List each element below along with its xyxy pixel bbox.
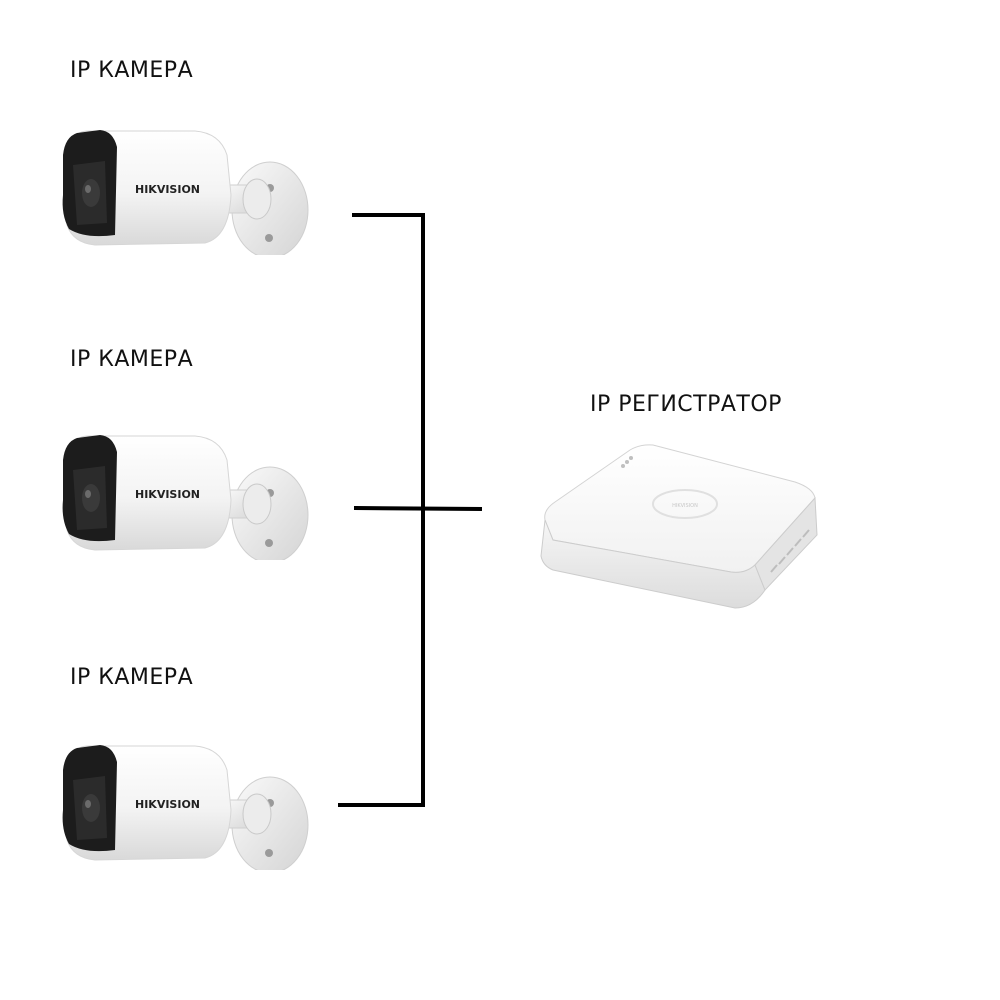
recorder-label: IP РЕГИСТРАТОР xyxy=(590,392,782,417)
camera-3-label: IP КАМЕРА xyxy=(70,665,194,690)
wire-camera-2-to-recorder xyxy=(353,505,483,512)
recorder-logo: HIKVISION xyxy=(672,503,698,509)
camera-2-brand: HIKVISION xyxy=(135,488,200,501)
camera-1-brand: HIKVISION xyxy=(135,183,200,196)
recorder: HIKVISION xyxy=(535,440,825,630)
bullet-camera-icon: HIKVISION xyxy=(62,435,309,564)
camera-1-label: IP КАМЕРА xyxy=(70,58,194,83)
camera-2: HIKVISION xyxy=(55,430,315,564)
nvr-recorder-icon: HIKVISION xyxy=(540,444,818,609)
camera-1: HIKVISION xyxy=(55,125,315,259)
camera-2-label: IP КАМЕРА xyxy=(70,347,194,372)
camera-3-brand: HIKVISION xyxy=(135,798,200,811)
bullet-camera-icon: HIKVISION xyxy=(62,745,309,874)
bullet-camera-icon: HIKVISION xyxy=(62,130,309,259)
camera-3: HIKVISION xyxy=(55,740,315,874)
